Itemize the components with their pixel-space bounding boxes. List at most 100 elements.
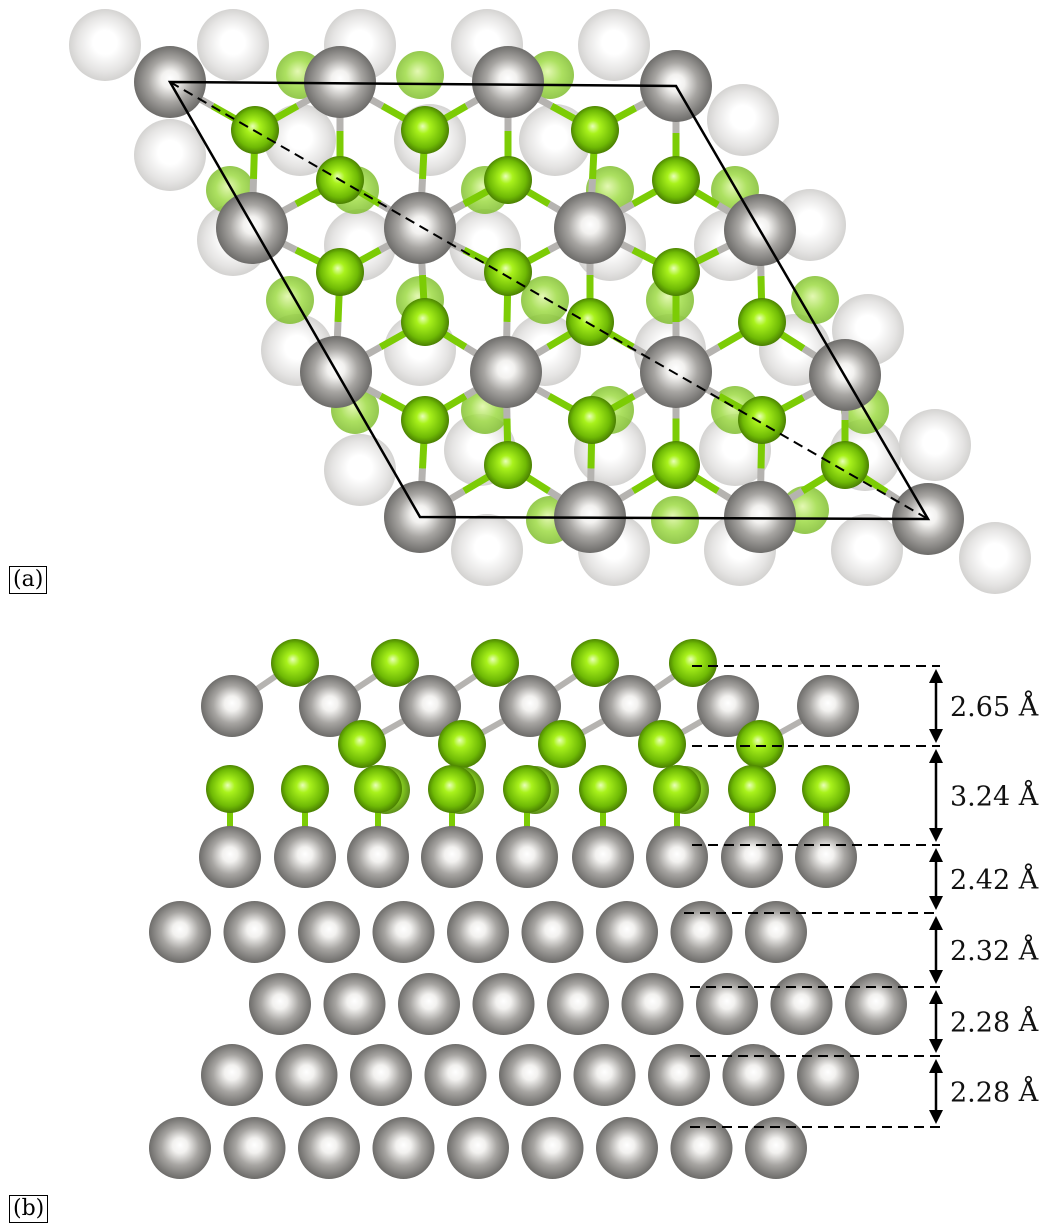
metal-atom [670, 901, 733, 963]
unit-cell-outline [167, 80, 931, 521]
halogen-atom [653, 765, 701, 813]
lower-halogen-atom [521, 276, 569, 324]
spacing-label: 3.24 Å [950, 780, 1039, 813]
metal-atom [223, 901, 286, 963]
halogen-atom [669, 639, 717, 687]
metal-atom [201, 1044, 263, 1106]
halogen-atom [271, 639, 319, 687]
metal-atom [304, 46, 376, 118]
arrow-head [929, 916, 943, 930]
halogen-atom [652, 441, 700, 489]
metal-atom [149, 901, 211, 963]
halogen-atom [428, 765, 476, 813]
halogen-atom [728, 765, 776, 813]
metal-atom [298, 901, 360, 963]
halogen-atom [738, 396, 786, 444]
metal-atom [572, 826, 634, 888]
metal-atom [274, 826, 336, 888]
subsurface-atom [264, 104, 336, 176]
metal-atom [596, 1117, 658, 1179]
subsurface-atom [134, 119, 206, 191]
halogen-atom [354, 765, 402, 813]
halogen-atom [652, 248, 700, 296]
panel-b-label: (b) [9, 1195, 49, 1223]
halogen-atom [206, 765, 254, 813]
metal-atom [845, 973, 907, 1035]
halogen-atom [484, 248, 532, 296]
panel-a-top-view [69, 9, 1031, 594]
subsurface-atom [324, 434, 396, 506]
metal-atom [745, 1117, 807, 1179]
metal-atom [721, 826, 783, 888]
metal-atom [521, 1117, 584, 1179]
metal-atom [384, 192, 456, 264]
subsurface-atom [578, 9, 650, 81]
panel-b-dimension-lines: 2.65 Å3.24 Å2.42 Å2.32 Å2.28 Å2.28 Å [684, 665, 1039, 1128]
metal-atom [398, 973, 460, 1035]
metal-atom [323, 973, 386, 1035]
metal-atom [223, 1117, 286, 1179]
arrow-head [929, 1039, 943, 1053]
halogen-atom [571, 106, 619, 154]
halogen-atom [538, 720, 586, 768]
metal-atom [670, 1117, 733, 1179]
subsurface-atom [197, 9, 269, 81]
metal-atom [470, 336, 542, 408]
arrow-head [929, 1110, 943, 1124]
subsurface-atom [899, 409, 971, 481]
spacing-label: 2.42 Å [950, 863, 1039, 896]
subsurface-atom [69, 9, 141, 81]
metal-atom [499, 1044, 561, 1106]
metal-atom [499, 675, 561, 737]
arrow-head [929, 669, 943, 683]
halogen-atom [738, 298, 786, 346]
metal-atom [299, 675, 361, 737]
metal-atom [472, 46, 544, 118]
lower-halogen-atom [396, 51, 444, 99]
metal-atom [149, 1117, 211, 1179]
metal-atom [216, 192, 288, 264]
halogen-atom [503, 765, 551, 813]
arrow-head [929, 896, 943, 910]
metal-atom [599, 675, 661, 737]
halogen-atom [652, 156, 700, 204]
spacing-label: 2.28 Å [950, 1006, 1039, 1039]
halogen-atom [821, 441, 869, 489]
arrow-head [929, 828, 943, 842]
halogen-atom [401, 396, 449, 444]
spacing-label: 2.65 Å [950, 690, 1039, 723]
metal-atom [596, 901, 658, 963]
metal-atom [640, 336, 712, 408]
arrow-head [929, 990, 943, 1004]
arrow-head [929, 729, 943, 743]
metal-atom [797, 1044, 859, 1106]
halogen-atom [438, 720, 486, 768]
metal-atom [646, 826, 708, 888]
metal-atom [573, 1044, 636, 1106]
halogen-atom [371, 639, 419, 687]
metal-atom [547, 973, 609, 1035]
lower-halogen-atom [651, 496, 699, 544]
metal-atom [745, 901, 807, 963]
halogen-atom [338, 720, 386, 768]
metal-atom [275, 1044, 338, 1106]
arrow-head [929, 848, 943, 862]
metal-atom [554, 192, 626, 264]
halogen-atom [471, 639, 519, 687]
metal-atom [648, 1044, 710, 1106]
halogen-atom [484, 441, 532, 489]
arrow-head [929, 749, 943, 763]
halogen-atom [401, 106, 449, 154]
metal-atom [696, 973, 758, 1035]
metal-atom [496, 826, 558, 888]
halogen-atom [281, 765, 329, 813]
metal-atom [724, 481, 796, 553]
halogen-atom [566, 298, 614, 346]
lower-halogen-atom [266, 276, 314, 324]
panel-b-atoms [149, 639, 907, 1179]
metal-atom [424, 1044, 487, 1106]
subsurface-atom [451, 514, 523, 586]
halogen-atom [736, 720, 784, 768]
spacing-label: 2.28 Å [950, 1076, 1039, 1109]
metal-atom [399, 675, 461, 737]
